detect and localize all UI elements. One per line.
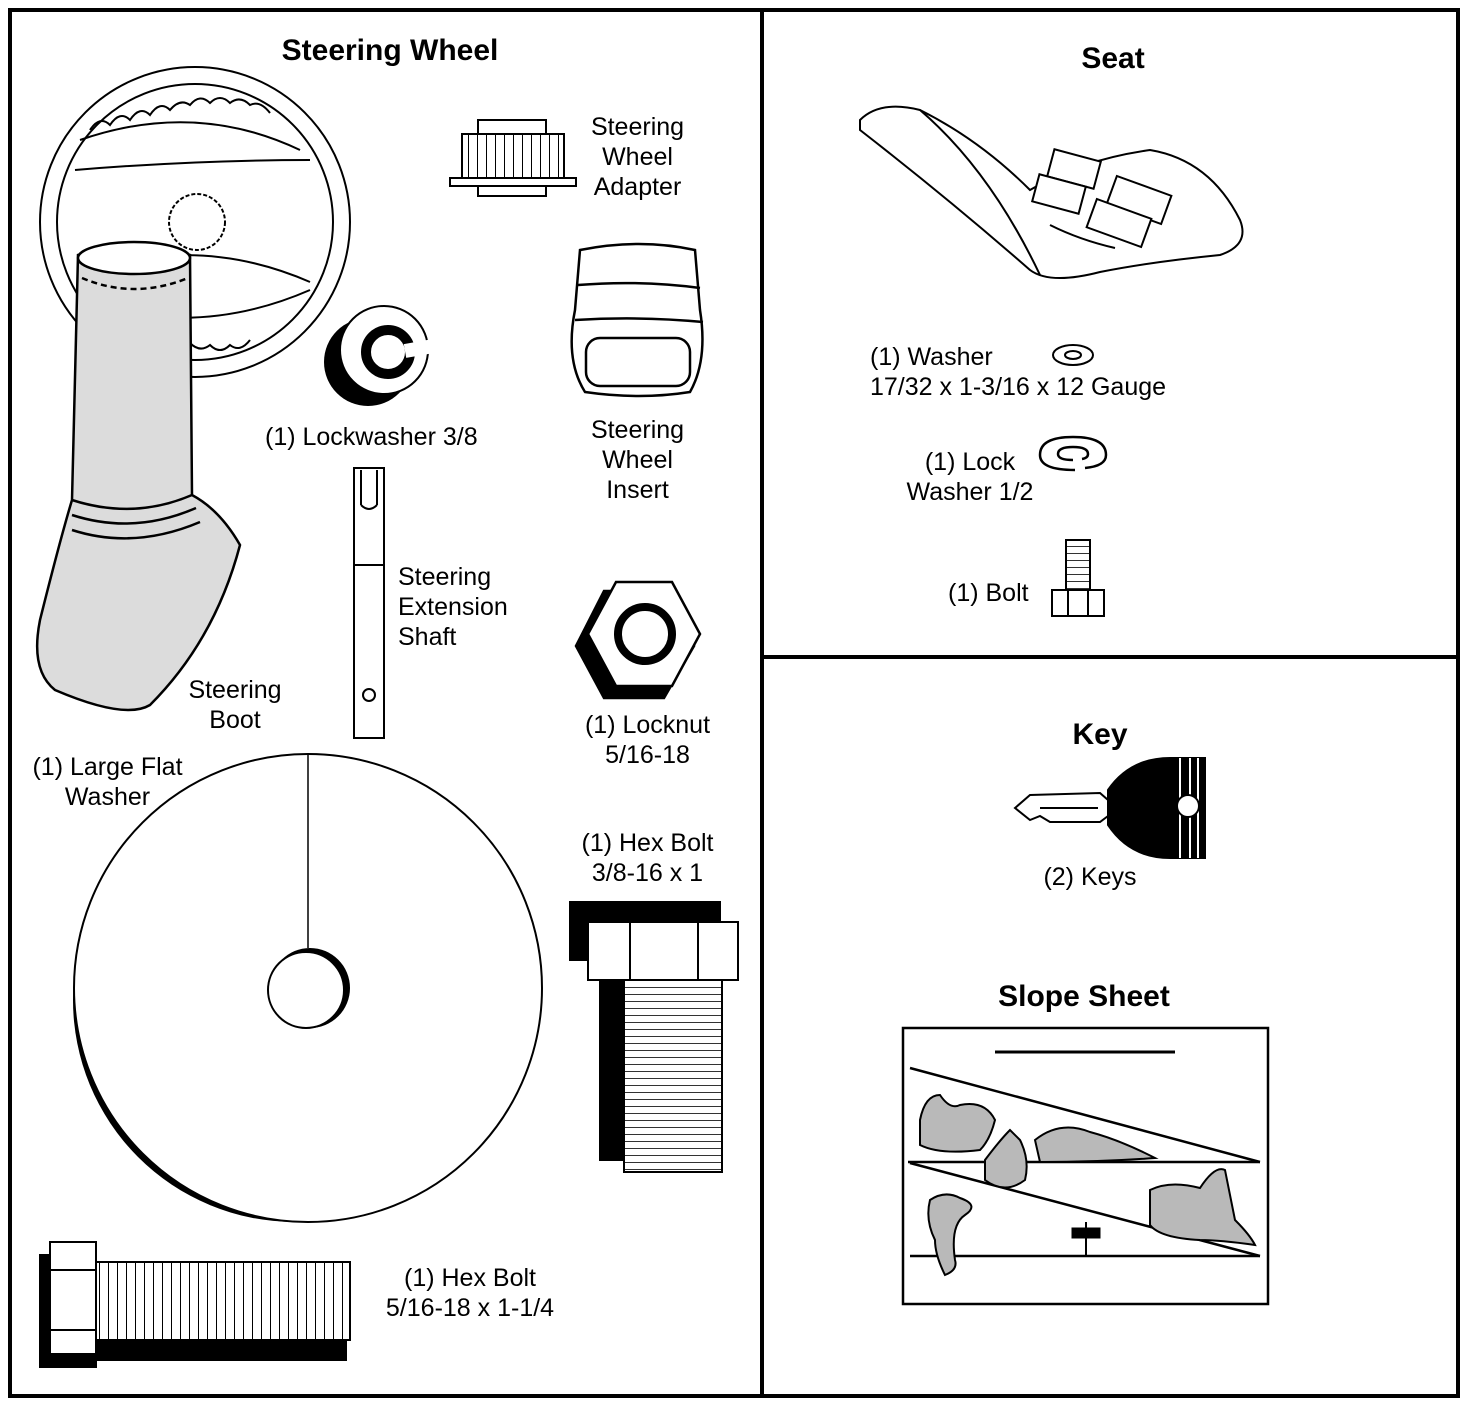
slope-sheet-drawing bbox=[901, 1026, 1270, 1306]
wheel-insert-drawing bbox=[570, 242, 704, 398]
lock-washer-label: (1) Lock Washer 1/2 bbox=[906, 448, 1034, 506]
key-title: Key bbox=[1072, 718, 1128, 751]
lock-washer-drawing bbox=[1038, 435, 1108, 472]
extension-shaft-drawing bbox=[353, 467, 385, 739]
locknut-drawing bbox=[574, 580, 702, 700]
wheel-adapter-drawing bbox=[449, 119, 577, 197]
extension-label: Steering Extension Shaft bbox=[398, 563, 508, 651]
boot-label: Steering Boot bbox=[188, 676, 282, 734]
flat-washer-label: (1) Large Flat Washer bbox=[32, 753, 183, 811]
hex-bolt-b-label: (1) Hex Bolt 5/16-18 x 1-1/4 bbox=[385, 1264, 555, 1322]
seat-bolt-label: (1) Bolt bbox=[948, 579, 1029, 607]
flat-washer-drawing bbox=[73, 753, 543, 1223]
key-drawing bbox=[1013, 757, 1206, 859]
slope-sheet-title: Slope Sheet bbox=[998, 980, 1170, 1013]
seat-washer-drawing bbox=[1052, 344, 1094, 366]
keys-label: (2) Keys bbox=[1043, 863, 1137, 891]
seat-bolt-drawing bbox=[1051, 539, 1105, 617]
hex-bolt-a-drawing bbox=[569, 901, 739, 1173]
steering-boot-drawing bbox=[35, 240, 242, 712]
adapter-label: Steering Wheel Adapter bbox=[590, 113, 685, 201]
seat-title: Seat bbox=[1081, 42, 1145, 75]
seat-drawing bbox=[859, 105, 1244, 280]
panel-borders bbox=[8, 8, 1460, 1398]
locknut-label: (1) Locknut 5/16-18 bbox=[584, 711, 711, 769]
lockwasher-drawing bbox=[324, 305, 442, 406]
hex-bolt-a-label: (1) Hex Bolt 3/8-16 x 1 bbox=[581, 829, 714, 887]
hex-bolt-b-drawing bbox=[39, 1241, 351, 1368]
seat-washer-label: (1) Washer 17/32 x 1-3/16 x 12 Gauge bbox=[870, 343, 1167, 401]
insert-label: Steering Wheel Insert bbox=[590, 416, 685, 504]
steering-wheel-title: Steering Wheel bbox=[281, 34, 499, 67]
lockwasher-label: (1) Lockwasher 3/8 bbox=[265, 423, 478, 451]
